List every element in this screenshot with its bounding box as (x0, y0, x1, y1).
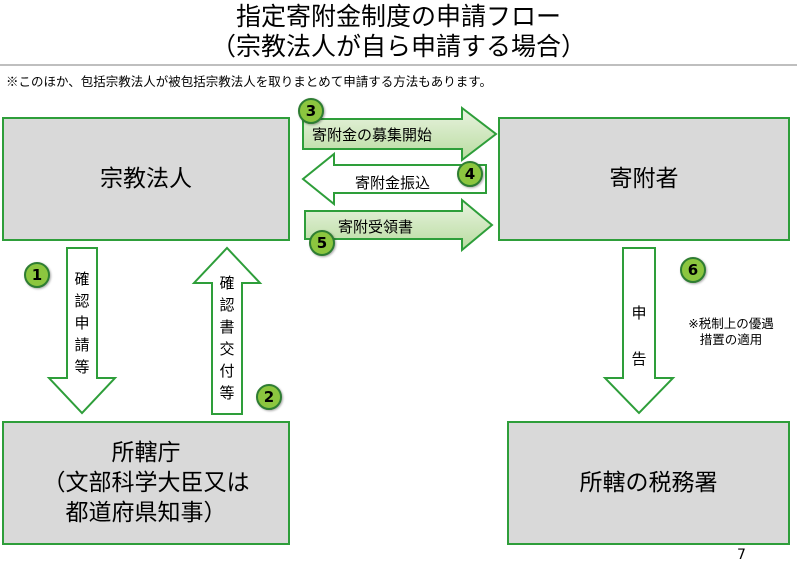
step1-char: 請 (74, 336, 90, 354)
page-number: 7 (737, 547, 746, 563)
step1-label: 確 認 申 請 等 (72, 268, 92, 378)
box-religious-corporation-label: 宗教法人 (100, 166, 192, 192)
step-badge-4: 4 (457, 161, 483, 187)
step5-label: 寄附受領書 (338, 218, 414, 236)
step1-char: 等 (74, 358, 90, 376)
step6-char: 告 (631, 350, 647, 368)
title-line2: （宗教法人が自ら申請する場合） (210, 32, 586, 61)
step2-char: 認 (219, 296, 235, 314)
step-badge-2: 2 (256, 384, 282, 410)
box-competent-authority-line2: （文部科学大臣又は (42, 470, 250, 496)
header-note: ※このほか、包括宗教法人が被包括宗教法人を取りまとめて申請する方法もあります。 (6, 74, 493, 89)
arrow-step4-left (301, 151, 487, 207)
step-badge-5: 5 (309, 230, 335, 256)
step1-char: 申 (74, 314, 90, 332)
arrow-step6-down (602, 247, 676, 415)
title-divider (0, 64, 797, 66)
step6-char: 申 (631, 304, 647, 322)
step4-label: 寄附金振込 (355, 174, 431, 192)
box-tax-office-label: 所轄の税務署 (579, 470, 718, 496)
arrow-step3-right (302, 105, 498, 163)
step2-char: 確 (219, 274, 235, 292)
step2-char: 交 (219, 340, 235, 358)
box-competent-authority-line1: 所轄庁 (111, 440, 181, 466)
step3-label: 寄附金の募集開始 (312, 126, 433, 144)
tax-benefit-note-line1: ※税制上の優遇 (688, 316, 774, 331)
step-badge-3: 3 (298, 98, 324, 124)
step6-label: 申 告 (629, 290, 649, 382)
tax-benefit-note-line2: 措置の適用 (699, 332, 763, 347)
tax-benefit-note: ※税制上の優遇 措置の適用 (676, 316, 786, 348)
step2-char: 等 (219, 384, 235, 402)
page-title: 指定寄附金制度の申請フロー （宗教法人が自ら申請する場合） (0, 2, 797, 62)
box-religious-corporation: 宗教法人 (2, 117, 290, 241)
step2-char: 書 (219, 318, 235, 336)
box-tax-office: 所轄の税務署 (507, 421, 790, 545)
title-line1: 指定寄附金制度の申請フロー (235, 2, 561, 31)
step-badge-1: 1 (24, 262, 50, 288)
step2-char: 付 (219, 362, 235, 380)
step1-char: 認 (74, 292, 90, 310)
box-competent-authority: 所轄庁 （文部科学大臣又は 都道府県知事） (2, 421, 290, 545)
step1-char: 確 (74, 270, 90, 288)
arrow-step2-up (191, 246, 263, 415)
step-badge-6: 6 (680, 257, 706, 283)
step2-label: 確 認 書 交 付 等 (217, 272, 237, 404)
box-donor-label: 寄附者 (609, 166, 679, 192)
box-donor: 寄附者 (498, 117, 790, 241)
arrow-step1-down (46, 247, 118, 415)
box-competent-authority-line3: 都道府県知事） (65, 500, 227, 526)
